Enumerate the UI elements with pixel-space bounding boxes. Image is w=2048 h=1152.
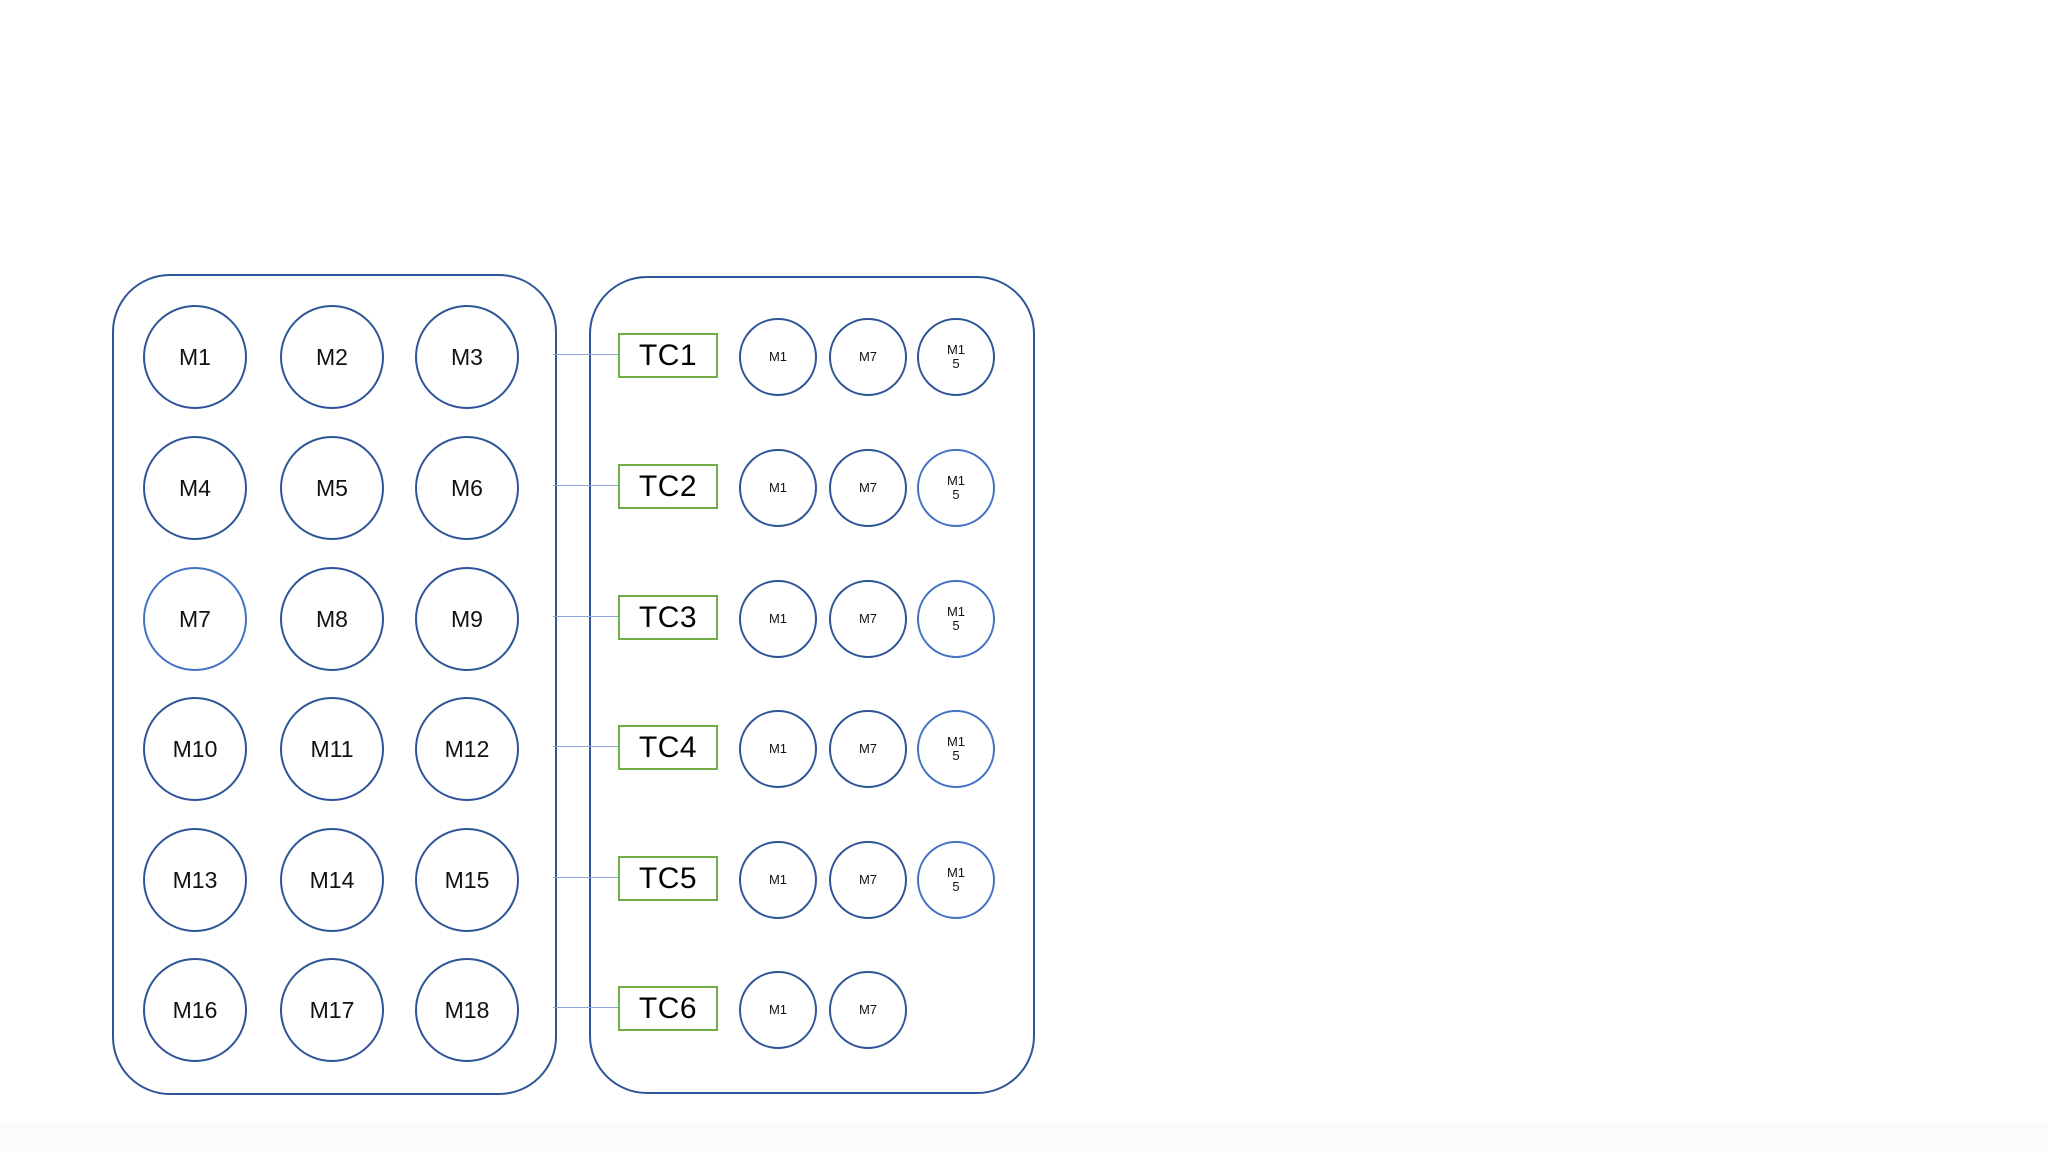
machine-label: M9 [451,605,483,632]
machine-circle-m3: M3 [415,305,519,409]
tc-box-tc1: TC1 [618,333,718,378]
tc6-machine-m7: M7 [829,971,907,1049]
machine-label: M1 [768,348,788,364]
machine-circle-m14: M14 [280,828,384,932]
connector-line-tc6 [553,1007,619,1008]
machine-label: M7 [858,610,878,626]
connector-line-tc5 [553,877,619,878]
tc4-machine-m7: M7 [829,710,907,788]
machine-circle-m15: M15 [415,828,519,932]
machine-label: M1 [179,343,211,370]
machine-circle-m18: M18 [415,958,519,1062]
machine-circle-m2: M2 [280,305,384,409]
tc-box-tc3: TC3 [618,595,718,640]
left-machine-panel [112,274,557,1095]
tc-label: TC4 [638,730,698,764]
tc2-machine-m7: M7 [829,449,907,527]
machine-circle-m9: M9 [415,567,519,671]
tc-label: TC1 [638,338,698,372]
tc-label: TC6 [638,991,698,1025]
connector-line-tc1 [553,354,619,355]
tc1-machine-m1: M1 [739,318,817,396]
machine-label: M7 [179,605,211,632]
machine-label: M11 [310,735,354,762]
tc-box-tc4: TC4 [618,725,718,770]
machine-label: M2 [316,343,348,370]
machine-label: M1 [768,1001,788,1017]
tc6-machine-m1: M1 [739,971,817,1049]
machine-circle-m13: M13 [143,828,247,932]
machine-circle-m4: M4 [143,436,247,540]
tc-panel [589,276,1035,1094]
machine-label: M10 [172,735,218,762]
tc-label: TC3 [638,600,698,634]
machine-circle-m17: M17 [280,958,384,1062]
slide-bottom-edge [0,1122,2048,1152]
machine-label: M18 [444,996,490,1023]
machine-label: M7 [858,348,878,364]
tc1-machine-m7: M7 [829,318,907,396]
connector-line-tc4 [553,746,619,747]
tc3-machine-m1: M1 [739,580,817,658]
machine-label: M7 [858,740,878,756]
tc-box-tc6: TC6 [618,986,718,1031]
machine-label: M13 [172,866,218,893]
machine-label: M6 [451,474,483,501]
machine-label: M5 [316,474,348,501]
connector-line-tc2 [553,485,619,486]
tc-label: TC5 [638,861,698,895]
machine-circle-m12: M12 [415,697,519,801]
tc2-machine-m1: M1 [739,449,817,527]
machine-label: M1 [768,479,788,495]
machine-label: M8 [316,605,348,632]
machine-circle-m1: M1 [143,305,247,409]
connector-line-tc3 [553,616,619,617]
machine-label: M1 [768,871,788,887]
machine-label: M12 [444,735,490,762]
machine-label: M1 [768,740,788,756]
machine-label: M7 [858,871,878,887]
machine-circle-m10: M10 [143,697,247,801]
tc5-machine-m1: M1 [739,841,817,919]
machine-circle-m16: M16 [143,958,247,1062]
machine-circle-m11: M11 [280,697,384,801]
tc-box-tc2: TC2 [618,464,718,509]
machine-circle-m8: M8 [280,567,384,671]
tc4-machine-m1: M1 [739,710,817,788]
machine-label: M17 [309,996,355,1023]
machine-label: M16 [172,996,218,1023]
tc5-machine-m7: M7 [829,841,907,919]
machine-label: M14 [309,866,355,893]
tc-box-tc5: TC5 [618,856,718,901]
machine-label: M7 [858,479,878,495]
machine-label: M7 [858,1001,878,1017]
machine-label: M15 [444,866,490,893]
machine-circle-m6: M6 [415,436,519,540]
tc3-machine-m7: M7 [829,580,907,658]
machine-circle-m5: M5 [280,436,384,540]
machine-circle-m7: M7 [143,567,247,671]
tc-label: TC2 [638,469,698,503]
machine-label: M3 [451,343,483,370]
machine-label: M4 [179,474,211,501]
machine-label: M1 [768,610,788,626]
